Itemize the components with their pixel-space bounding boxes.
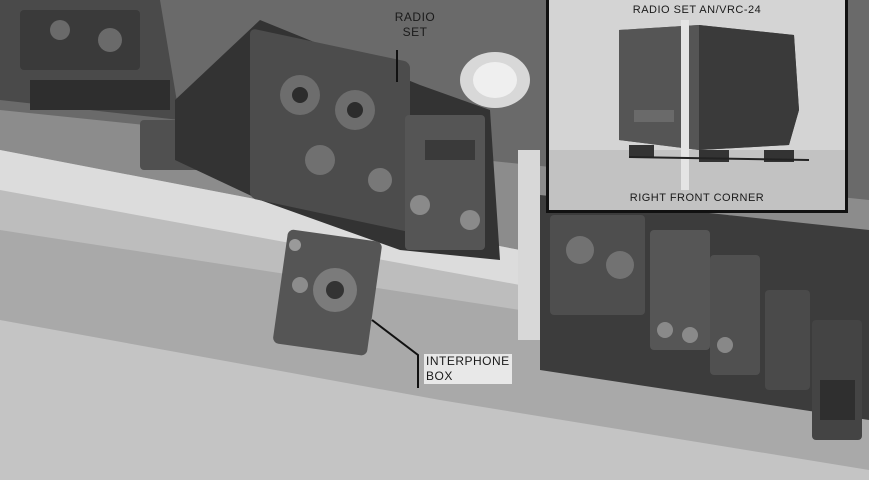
- interphone-box: [273, 229, 419, 388]
- interphone-leader-line: [371, 319, 419, 388]
- radio-set-label: RADIO SET: [390, 10, 440, 40]
- inset-radio-illustration: [549, 0, 845, 210]
- interphone-label-line2: BOX: [426, 369, 453, 383]
- interphone-box-label: INTERPHONE BOX: [424, 354, 512, 384]
- inset-title: RADIO SET AN/VRC-24: [632, 4, 762, 16]
- right-rack: [540, 195, 869, 440]
- radio-set-label-line2: SET: [402, 25, 428, 39]
- interphone-label-line1: INTERPHONE: [426, 354, 510, 368]
- inset-caption: RIGHT FRONT CORNER: [629, 192, 765, 204]
- radio-set: [175, 20, 500, 260]
- radio-set-label-line1: RADIO: [394, 10, 436, 24]
- inset-photo: RADIO SET AN/VRC-24 RIGHT FRONT CORNER: [546, 0, 848, 213]
